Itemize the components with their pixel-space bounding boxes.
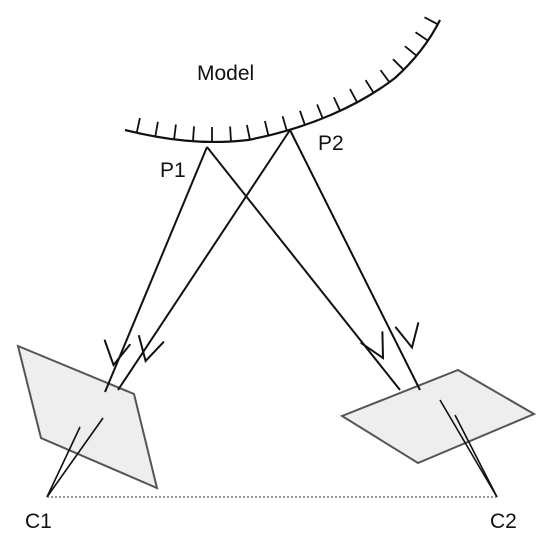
p1-label: P1	[160, 159, 186, 182]
surface-hatch-mark	[379, 69, 391, 83]
surface-hatch-mark	[135, 117, 141, 133]
surface-hatch-mark	[264, 120, 270, 136]
ray-p1-to-right-camera	[206, 146, 401, 391]
arrowhead-p1-left	[103, 339, 131, 368]
surface-hatch-mark	[392, 58, 405, 71]
surface-hatch-mark	[414, 31, 429, 42]
surface-hatch-mark	[281, 116, 288, 131]
surface-hatch-mark	[316, 104, 324, 119]
projection-c2-b	[439, 399, 498, 498]
c1-label: C1	[25, 510, 52, 533]
projection-c1-b	[46, 417, 104, 498]
surface-hatch-mark	[332, 96, 341, 112]
surface-hatch-mark	[349, 88, 358, 103]
c2-label: C2	[490, 510, 517, 533]
model-surface	[124, 19, 441, 144]
projection-c1-a	[46, 426, 81, 498]
ray-p2-to-right-camera	[289, 129, 421, 391]
arrowhead-p2-left	[138, 335, 165, 363]
surface-hatching	[135, 16, 439, 142]
image-plane-left	[16, 344, 159, 490]
surface-hatch-mark	[364, 79, 375, 94]
image-plane-right	[339, 368, 537, 465]
ray-p1-to-left-camera	[104, 146, 208, 393]
surface-hatch-mark	[154, 121, 159, 137]
projection-c2-a	[454, 414, 498, 498]
model-label: Model	[197, 62, 254, 85]
surface-hatch-mark	[173, 124, 177, 140]
surface-hatch-mark	[246, 124, 251, 140]
surface-hatch-mark	[299, 110, 306, 126]
surface-hatch-mark	[192, 126, 195, 142]
p2-label: P2	[318, 132, 344, 155]
arrowhead-p2-right	[394, 322, 420, 350]
arrowhead-p1-right	[360, 331, 385, 360]
surface-hatch-mark	[424, 16, 439, 26]
surface-hatch-mark	[229, 126, 232, 142]
ray-p2-to-left-camera	[117, 129, 291, 391]
surface-hatch-mark	[404, 45, 418, 57]
